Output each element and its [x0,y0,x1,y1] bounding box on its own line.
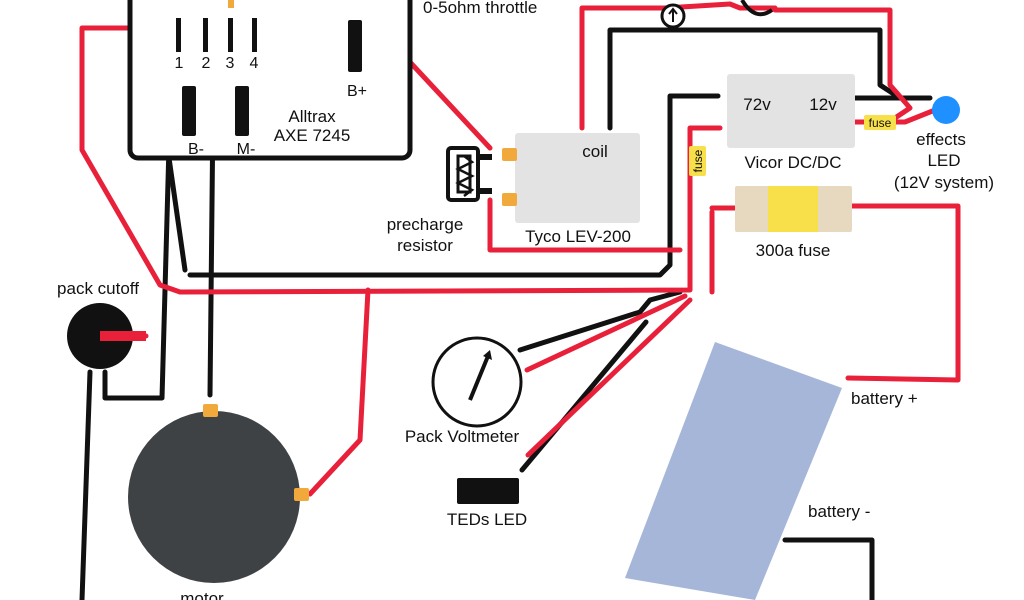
dcdc-converter: 72v 12v Vicor DC/DC [727,74,855,172]
bplus-label: B+ [347,83,367,100]
wire-black-cutoff [79,369,93,600]
dcdc-box [727,74,855,148]
bplus-terminal [348,20,362,72]
terminal-pin-4 [252,18,257,52]
controller: 1 2 3 4 B+ B- M- Alltrax AXE 7245 [127,0,413,161]
precharge-label-2: resistor [397,236,453,255]
wire-black-top [607,27,903,131]
pack-cutoff: pack cutoff [57,279,146,369]
terminal-label-1: 1 [175,55,184,72]
motor-terminal-right [294,488,309,501]
small-fuse-right-label: fuse [869,116,892,130]
dcdc-in-label: 72v [743,95,771,114]
teds-label: TEDs LED [447,510,527,529]
terminal-pin-top [228,0,234,8]
voltmeter-label: Pack Voltmeter [405,427,520,446]
small-fuse-right-body [864,115,896,130]
throttle-pot-arrow-icon [668,7,678,22]
terminal-pin-1 [176,18,181,52]
bminus-terminal [182,86,196,136]
led-label-3: (12V system) [894,173,994,192]
wire-red-teds [525,297,693,458]
contactor: coil Tyco LEV-200 [502,133,640,246]
voltmeter-needle-icon [468,355,490,401]
wire-red-motor [307,287,371,497]
throttle-symbols [660,0,774,29]
terminal-pin-2 [203,18,208,52]
controller-name-2: AXE 7245 [274,126,351,145]
led-icon [932,96,960,124]
motor-body [128,411,300,583]
coil-label: coil [582,142,608,161]
terminal-label-3: 3 [226,55,235,72]
terminal-pin-3 [228,18,233,52]
wire-black-dcdc [187,93,721,278]
wire-red-batt-plus [845,203,961,383]
mminus-terminal [235,86,249,136]
dcdc-name: Vicor DC/DC [745,153,842,172]
pack-voltmeter: Pack Voltmeter [405,336,523,446]
controller-name-1: Alltrax [288,107,336,126]
led-label-2: LED [927,151,960,170]
throttle-label: 0-5ohm throttle [423,0,537,17]
wire-black-voltmeter [517,289,683,353]
wire-red-voltmeter [524,293,688,373]
resistor-zigzag-icon [455,155,475,197]
terminal-label-2: 2 [202,55,211,72]
battery [625,342,842,600]
black-wires [79,27,933,600]
small-fuse-left-label: fuse [691,149,705,172]
wire-red-precharge [487,197,683,253]
precharge-lead-bottom [478,188,492,194]
mminus-label: M- [237,141,256,158]
precharge-resistor: precharge resistor [387,146,492,255]
contactor-box [515,133,640,223]
teds-led-body [457,478,519,504]
contactor-terminal-top [502,148,517,161]
contactor-terminal-bottom [502,193,517,206]
wire-red-top [579,1,913,131]
wire-black-teds [519,319,649,473]
main-fuse: 300a fuse [735,186,852,260]
main-fuse-element [768,186,818,232]
teds-led: TEDs LED [447,478,527,529]
voltmeter-needle-tip [483,350,492,360]
small-fuse-left-body [689,146,706,176]
precharge-label-1: precharge [387,215,464,234]
led-label-1: effects [916,130,966,149]
main-fuse-label: 300a fuse [756,241,831,260]
pack-cutoff-label: pack cutoff [57,279,139,298]
motor-terminal-top [203,404,218,417]
battery-minus-label: battery - [808,502,870,521]
wire-black-batt-minus [782,537,875,600]
terminal-label-4: 4 [250,55,259,72]
small-fuse-left: fuse [689,146,706,176]
battery-plus-label: battery + [851,389,918,408]
throttle-switch-icon [740,0,774,17]
contactor-name: Tyco LEV-200 [525,227,631,246]
bminus-label: B- [188,141,204,158]
precharge-lead-top [478,154,492,160]
motor: motor [128,404,309,600]
controller-box [127,0,413,161]
dcdc-out-label: 12v [809,95,837,114]
battery-pack [625,342,842,600]
pack-cutoff-handle [100,331,146,341]
small-fuse-right: fuse [864,115,896,130]
wire-black-bminus [102,107,173,401]
effects-led: effects LED (12V system) [894,96,994,192]
motor-label: motor [180,589,224,600]
